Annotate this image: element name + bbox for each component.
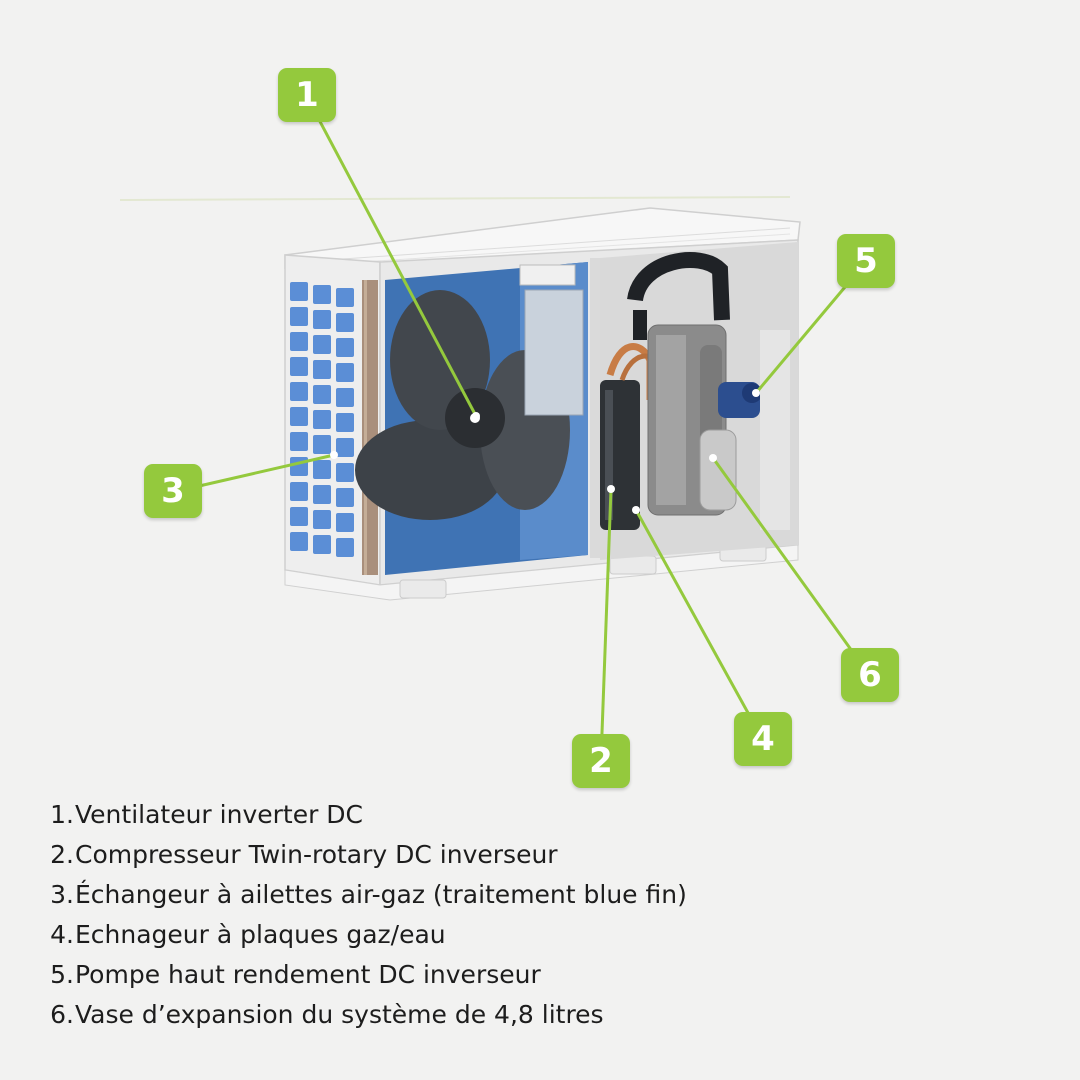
- legend-number: 3.: [50, 880, 74, 909]
- anchor-dot-3: [330, 451, 338, 459]
- legend-item: 2.Compresseur Twin-rotary DC inverseur: [44, 840, 687, 880]
- legend-item: 1.Ventilateur inverter DC: [44, 800, 687, 840]
- leader-line-4: [634, 509, 765, 741]
- anchor-dot-6: [709, 454, 717, 462]
- fin-cell: [290, 532, 308, 551]
- fin-cell: [313, 410, 331, 429]
- leader-line-6: [711, 457, 872, 677]
- legend-number: 1.: [50, 800, 74, 829]
- fin-cell: [313, 310, 331, 329]
- fin-heat-exchanger: [290, 282, 354, 557]
- callout-badge-5: 5: [837, 234, 895, 288]
- fin-cell: [313, 360, 331, 379]
- legend-number: 6.: [50, 1000, 74, 1029]
- fin-cell: [313, 485, 331, 504]
- legend-item: 3.Échangeur à ailettes air-gaz (traiteme…: [44, 880, 687, 920]
- fin-cell: [313, 535, 331, 554]
- callout-badge-3: 3: [144, 464, 202, 518]
- fin-cell: [313, 335, 331, 354]
- fin-cell: [336, 538, 354, 557]
- fin-cell: [336, 363, 354, 382]
- legend-text: Pompe haut rendement DC inverseur: [75, 960, 541, 989]
- legend-text: Ventilateur inverter DC: [75, 800, 364, 829]
- anchor-dot-1: [472, 412, 480, 420]
- legend-item: 6.Vase d’expansion du système de 4,8 lit…: [44, 1000, 687, 1040]
- fin-cell: [290, 482, 308, 501]
- anchor-dot-5: [752, 389, 760, 397]
- callout-badge-6: 6: [841, 648, 899, 702]
- fin-cell: [313, 285, 331, 304]
- heat-pump-cutaway-diagram: [119, 96, 872, 761]
- fin-cell: [290, 382, 308, 401]
- legend-number: 5.: [50, 960, 74, 989]
- callout-badge-4: 4: [734, 712, 792, 766]
- callout-badge-2: 2: [572, 734, 630, 788]
- fin-cell: [336, 288, 354, 307]
- fin-cell: [290, 407, 308, 426]
- fin-cell: [290, 282, 308, 301]
- fin-cell: [336, 313, 354, 332]
- fin-cell: [313, 460, 331, 479]
- fin-cell: [336, 463, 354, 482]
- legend-text: Compresseur Twin-rotary DC inverseur: [75, 840, 558, 869]
- legend-item: 4.Echnageur à plaques gaz/eau: [44, 920, 687, 960]
- legend-number: 2.: [50, 840, 74, 869]
- fin-cell: [313, 510, 331, 529]
- fin-cell: [290, 357, 308, 376]
- leader-line-1: [305, 96, 478, 417]
- fin-cell: [313, 385, 331, 404]
- fin-cell: [336, 413, 354, 432]
- legend-text: Échangeur à ailettes air-gaz (traitement…: [75, 880, 687, 909]
- leader-line-2: [599, 488, 613, 761]
- fin-cell: [336, 388, 354, 407]
- fin-cell: [336, 513, 354, 532]
- fin-cell: [336, 488, 354, 507]
- legend-item: 5.Pompe haut rendement DC inverseur: [44, 960, 687, 1000]
- legend-number: 4.: [50, 920, 74, 949]
- fin-cell: [290, 457, 308, 476]
- fin-cell: [290, 432, 308, 451]
- fin-cell: [336, 438, 354, 457]
- anchor-dot-4: [632, 506, 640, 514]
- anchor-dot-2: [607, 485, 615, 493]
- fin-cell: [290, 307, 308, 326]
- fin-cell: [290, 507, 308, 526]
- fin-cell: [313, 435, 331, 454]
- fin-cell: [336, 338, 354, 357]
- component-legend: 1.Ventilateur inverter DC 2.Compresseur …: [44, 800, 687, 1040]
- legend-text: Echnageur à plaques gaz/eau: [75, 920, 446, 949]
- heat-pump-unit-illustration: [284, 207, 801, 601]
- callout-badge-1: 1: [278, 68, 336, 122]
- legend-text: Vase d’expansion du système de 4,8 litre…: [75, 1000, 604, 1029]
- fin-cell: [290, 332, 308, 351]
